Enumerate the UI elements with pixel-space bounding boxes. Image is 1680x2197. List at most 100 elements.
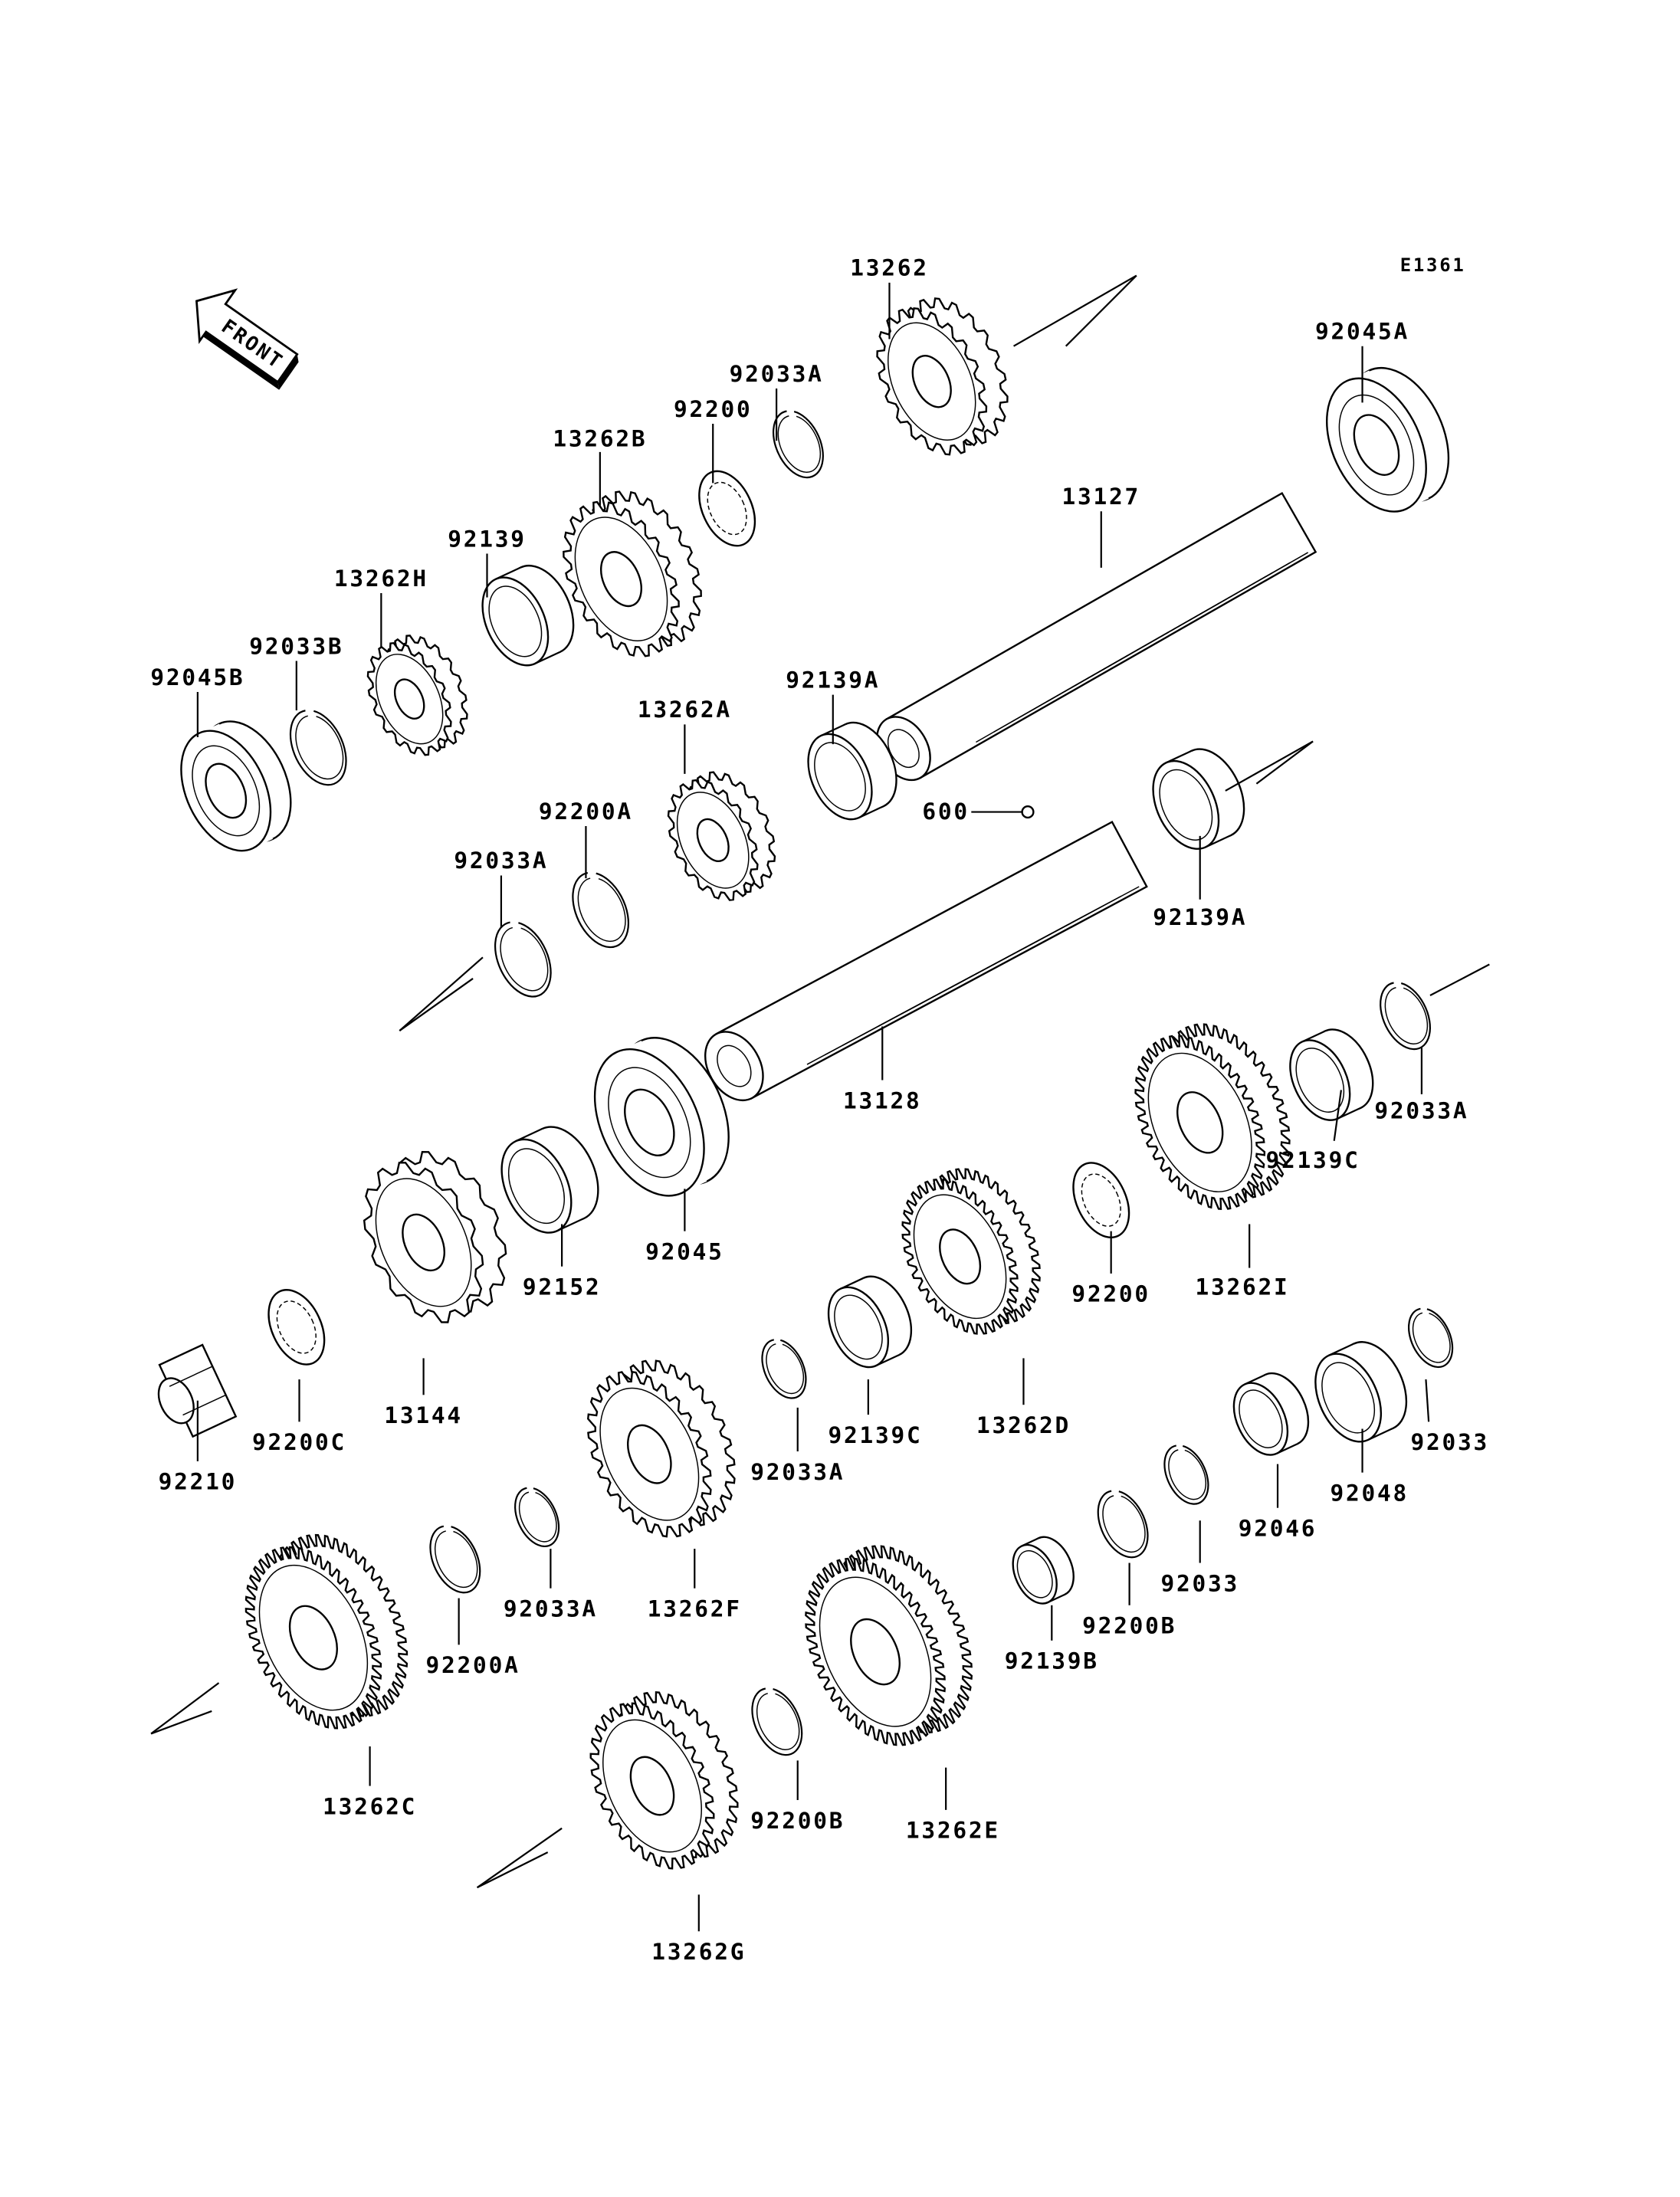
part-label[interactable]: 13262F xyxy=(648,1596,742,1622)
part-label[interactable]: 92045B xyxy=(150,664,244,690)
gear-13262c[interactable] xyxy=(219,1513,435,1750)
direction-line xyxy=(399,956,484,1031)
circlip-92033b[interactable] xyxy=(279,701,357,794)
gear-13262i[interactable] xyxy=(1110,1004,1315,1230)
nut-92210[interactable] xyxy=(145,1343,238,1443)
needle-bearing-92046[interactable] xyxy=(1223,1365,1319,1464)
part-label[interactable]: 13262H xyxy=(334,566,428,592)
gear-13262b[interactable] xyxy=(540,473,724,674)
bearing-92045[interactable] xyxy=(573,1020,751,1213)
part-label[interactable]: 13262B xyxy=(553,425,647,451)
part-label[interactable]: 92046 xyxy=(1239,1516,1317,1542)
washer-92200[interactable] xyxy=(688,462,766,555)
direction-line xyxy=(1225,740,1314,792)
part-labels-layer: 13262 92045A 92033A 92200 13262B 13127 92139 13… xyxy=(150,255,1489,1966)
collar-92152[interactable] xyxy=(487,1116,612,1244)
needle-bearing-92139c[interactable] xyxy=(817,1267,924,1376)
part-label[interactable]: 13262I xyxy=(1195,1274,1289,1300)
collar-92048[interactable] xyxy=(1302,1332,1419,1452)
part-label[interactable]: 92033A xyxy=(504,1596,598,1622)
part-label[interactable]: 92200B xyxy=(1082,1613,1176,1639)
gear-13262[interactable] xyxy=(855,281,1029,473)
part-label[interactable]: 92033B xyxy=(249,633,343,659)
collar-92139a[interactable] xyxy=(796,713,909,830)
part-label[interactable]: 92033A xyxy=(730,361,824,387)
bearing-92045b[interactable] xyxy=(163,707,309,865)
front-arrow: FRONT xyxy=(195,288,299,390)
washer-92200b[interactable] xyxy=(1088,1483,1158,1566)
reference-dot xyxy=(1021,805,1035,819)
circlip-92033a[interactable] xyxy=(1370,975,1440,1058)
gear-13262e[interactable] xyxy=(778,1524,999,1768)
part-label[interactable]: 92139C xyxy=(829,1422,923,1448)
shaft-13127[interactable] xyxy=(866,491,1317,790)
part-label[interactable]: 92210 xyxy=(159,1469,238,1495)
part-label[interactable]: 92045 xyxy=(645,1238,724,1264)
gear-13262d[interactable] xyxy=(879,1150,1063,1352)
circlip-92033a[interactable] xyxy=(507,1481,568,1553)
part-label[interactable]: 92200 xyxy=(674,396,753,422)
washer-92200c[interactable] xyxy=(258,1281,336,1374)
washer-92200[interactable] xyxy=(1062,1154,1140,1247)
washer-92200a[interactable] xyxy=(421,1518,491,1601)
part-label[interactable]: 92139A xyxy=(1153,904,1247,930)
circlip-92033a[interactable] xyxy=(763,403,833,486)
collar-92139b[interactable] xyxy=(1004,1530,1082,1611)
gear-13262g[interactable] xyxy=(566,1673,763,1888)
sprocket-13144[interactable] xyxy=(340,1133,530,1341)
direction-line xyxy=(477,1851,549,1889)
direction-line xyxy=(476,1827,563,1889)
gear-13262h[interactable] xyxy=(351,622,484,768)
diagram-code: E1361 xyxy=(1400,254,1466,276)
part-label[interactable]: 92200C xyxy=(252,1429,346,1455)
part-label[interactable]: 13262G xyxy=(651,1939,746,1965)
bearing-92045a[interactable] xyxy=(1307,352,1468,527)
part-label[interactable]: 13262E xyxy=(906,1818,1000,1844)
direction-line xyxy=(150,1710,212,1735)
part-label[interactable]: 13262D xyxy=(976,1412,1071,1438)
part-label[interactable]: 92048 xyxy=(1330,1480,1409,1506)
needle-bearing-92139[interactable] xyxy=(469,555,586,675)
part-label[interactable]: 92033 xyxy=(1160,1570,1239,1596)
gear-13262f[interactable] xyxy=(563,1341,760,1556)
shaft-13128[interactable] xyxy=(694,820,1148,1111)
part-label[interactable]: 92152 xyxy=(523,1274,602,1300)
part-label[interactable]: 92139C xyxy=(1266,1147,1360,1173)
circlip-92033[interactable] xyxy=(1156,1438,1217,1511)
part-label[interactable]: 92139A xyxy=(786,667,880,693)
leader-line xyxy=(1425,1379,1430,1422)
part-label[interactable]: 92200 xyxy=(1071,1281,1150,1307)
part-label[interactable]: 92200A xyxy=(426,1652,520,1678)
direction-line xyxy=(399,978,474,1031)
circlip-92033[interactable] xyxy=(1400,1301,1462,1374)
part-label[interactable]: 92033A xyxy=(454,848,548,874)
washer-92200b[interactable] xyxy=(742,1681,812,1763)
needle-bearing-92139c[interactable] xyxy=(1278,1020,1385,1130)
part-label[interactable]: 92200B xyxy=(750,1808,845,1834)
part-label[interactable]: 92139B xyxy=(1005,1648,1099,1674)
washer-92200a[interactable] xyxy=(562,864,640,956)
part-label[interactable]: 13127 xyxy=(1062,484,1141,510)
circlip-92033a[interactable] xyxy=(753,1333,815,1405)
part-label[interactable]: 92033A xyxy=(1374,1097,1468,1123)
part-label[interactable]: 92200A xyxy=(539,798,633,825)
part-label[interactable]: 92139 xyxy=(448,526,527,552)
part-label[interactable]: 13262 xyxy=(850,255,929,281)
circlip-92033a[interactable] xyxy=(484,913,563,1006)
parts-layer xyxy=(145,281,1468,1888)
part-label[interactable]: 13262C xyxy=(323,1793,417,1819)
part-label[interactable]: 92033 xyxy=(1410,1429,1489,1455)
part-label[interactable]: 13144 xyxy=(384,1402,463,1428)
assembly-direction-lines xyxy=(150,274,1490,1889)
gear-13262a[interactable] xyxy=(651,758,792,914)
direction-line xyxy=(1065,274,1137,347)
part-label[interactable]: 13128 xyxy=(843,1087,922,1113)
part-label[interactable]: 600 xyxy=(922,798,970,825)
leader-line xyxy=(1333,1090,1343,1141)
part-label[interactable]: 92033A xyxy=(750,1459,845,1485)
collar-92139a[interactable] xyxy=(1140,739,1257,859)
part-label[interactable]: 13262A xyxy=(638,697,732,723)
direction-line xyxy=(1013,274,1137,347)
part-label[interactable]: 92045A xyxy=(1315,318,1409,344)
